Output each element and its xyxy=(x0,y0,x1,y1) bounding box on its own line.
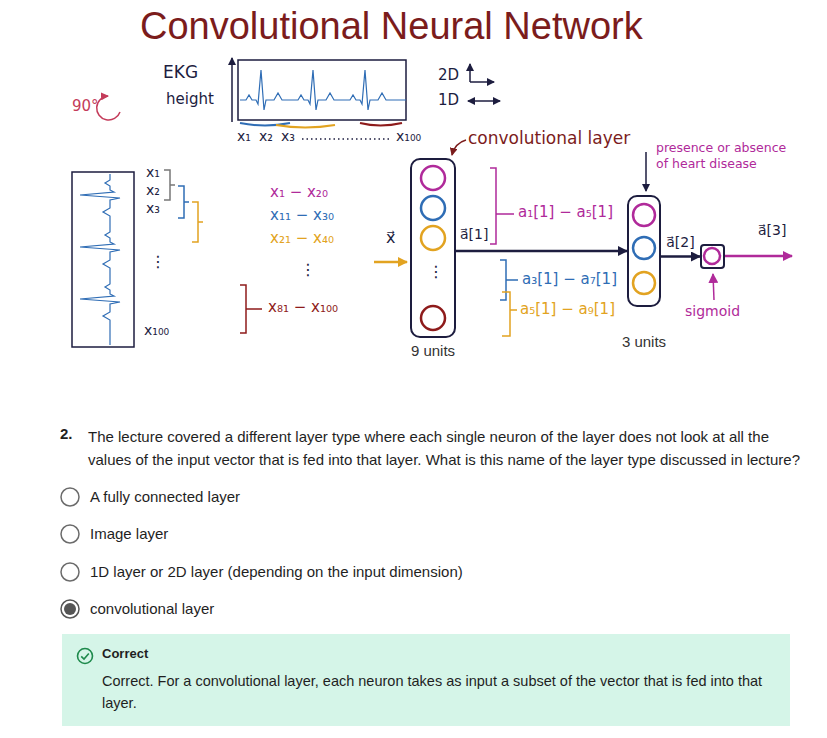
feedback-body: Correct. For a convolutional layer, each… xyxy=(102,670,772,715)
slide-label: convolutional layer xyxy=(468,128,630,148)
slide-label: a₁[1] − a₅[1] xyxy=(518,203,613,221)
slide-label: ⋮ xyxy=(428,262,444,281)
ekg-rotated-wave xyxy=(80,174,120,345)
slide-label: a₃[1] − a₇[1] xyxy=(522,270,617,288)
sigmoid-leader xyxy=(713,274,714,300)
quiz-text: convolutional layer xyxy=(90,600,214,618)
bracket-grey xyxy=(164,170,175,200)
neuron xyxy=(704,248,720,264)
slide-label: a⃗[1] xyxy=(460,226,488,243)
slide-label: x₂₁ − x₄₀ xyxy=(270,229,334,247)
slide-label: 1D xyxy=(438,91,459,109)
node-caption: sigmoid xyxy=(685,303,740,319)
slide-label: x₁ xyxy=(237,128,251,145)
quiz-text: 2. xyxy=(60,425,73,443)
slide-label: a⃗[3] xyxy=(758,222,786,239)
slide-label: EKG xyxy=(163,62,198,82)
quiz-text: The lecture covered a different layer ty… xyxy=(88,425,810,472)
slide-label: x₁₀₀ xyxy=(396,128,421,145)
slide-label: presence or absence of heart disease xyxy=(656,140,788,171)
2d-arrow-up xyxy=(469,64,471,82)
bracket-blue xyxy=(178,186,189,218)
ekg-wave xyxy=(240,70,406,110)
neuron xyxy=(421,226,445,250)
feedback-box: CorrectCorrect. For a convolutional laye… xyxy=(62,634,790,726)
check-icon xyxy=(76,647,94,665)
check-circle xyxy=(78,649,93,664)
slide-label: 90° xyxy=(72,97,99,115)
neuron xyxy=(421,166,445,190)
neuron xyxy=(633,237,655,259)
slide-label: ⋮ xyxy=(300,260,316,279)
check-mark xyxy=(81,653,89,659)
slide-label: x₃ xyxy=(281,128,295,145)
slide-title: Convolutional Neural Network xyxy=(140,4,643,50)
slide-label: a₅[1] − a₉[1] xyxy=(520,300,615,318)
window-mark-orange xyxy=(276,125,335,128)
layer-box: 9 units xyxy=(410,158,456,338)
radio-button-selected xyxy=(61,600,79,618)
slide-label: x₁ − x₂₀ xyxy=(270,183,328,201)
slide-label: x⃗ xyxy=(386,228,395,247)
height-axis-arrow xyxy=(231,58,233,122)
output-arrow xyxy=(725,255,792,258)
slide-label: x₁₀₀ xyxy=(144,322,169,339)
feedback-heading: Correct xyxy=(102,646,772,663)
neuron xyxy=(633,204,655,226)
bracket-a-magenta xyxy=(490,168,514,244)
radio-dot xyxy=(64,603,76,615)
layer-box: 3 units xyxy=(627,195,661,307)
slide-label: x₈₁ − x₁₀₀ xyxy=(268,298,338,316)
radio-button xyxy=(61,488,79,506)
output-unit: sigmoid xyxy=(700,244,725,269)
slide-label: x₃ xyxy=(146,200,160,217)
slide-label: x₂ xyxy=(259,128,273,145)
slide-label: x₁ xyxy=(146,164,160,181)
bracket-a-orange xyxy=(502,292,517,336)
quiz-text: A fully connected layer xyxy=(90,488,240,506)
bracket-a-blue xyxy=(500,260,518,300)
ekg-frame xyxy=(238,60,406,120)
slide-label: 2D xyxy=(438,66,459,84)
input-arrow xyxy=(374,261,407,264)
1d-arrow xyxy=(468,100,500,102)
edge-label: a⃗[2] xyxy=(665,234,695,251)
bracket-red xyxy=(240,285,262,333)
bracket-orange xyxy=(192,202,203,242)
slide-label: ⋮ xyxy=(150,252,166,271)
window-mark-red xyxy=(360,123,402,126)
connector-arrow xyxy=(456,250,627,253)
neuron xyxy=(421,306,445,330)
neuron xyxy=(633,272,655,294)
2d-arrow-right xyxy=(470,81,494,83)
conv-down-arrow xyxy=(645,152,647,191)
node-caption: 3 units xyxy=(622,333,666,350)
rotate-arrow xyxy=(97,96,120,120)
quiz-text: 1D layer or 2D layer (depending on the i… xyxy=(90,563,463,581)
slide-label: x₁₁ − x₃₀ xyxy=(270,206,334,224)
neuron xyxy=(421,196,445,220)
axis-dots xyxy=(302,138,392,140)
ekg-rotated-frame xyxy=(72,172,134,347)
node-caption: 9 units xyxy=(411,342,455,359)
slide-label: x₂ xyxy=(146,182,160,199)
slide-label: height xyxy=(166,90,214,108)
connector-arrow xyxy=(661,255,700,258)
conv-pointer xyxy=(452,140,466,155)
quiz-text: Image layer xyxy=(90,525,168,543)
radio-button xyxy=(61,525,79,543)
radio-button xyxy=(61,563,79,581)
